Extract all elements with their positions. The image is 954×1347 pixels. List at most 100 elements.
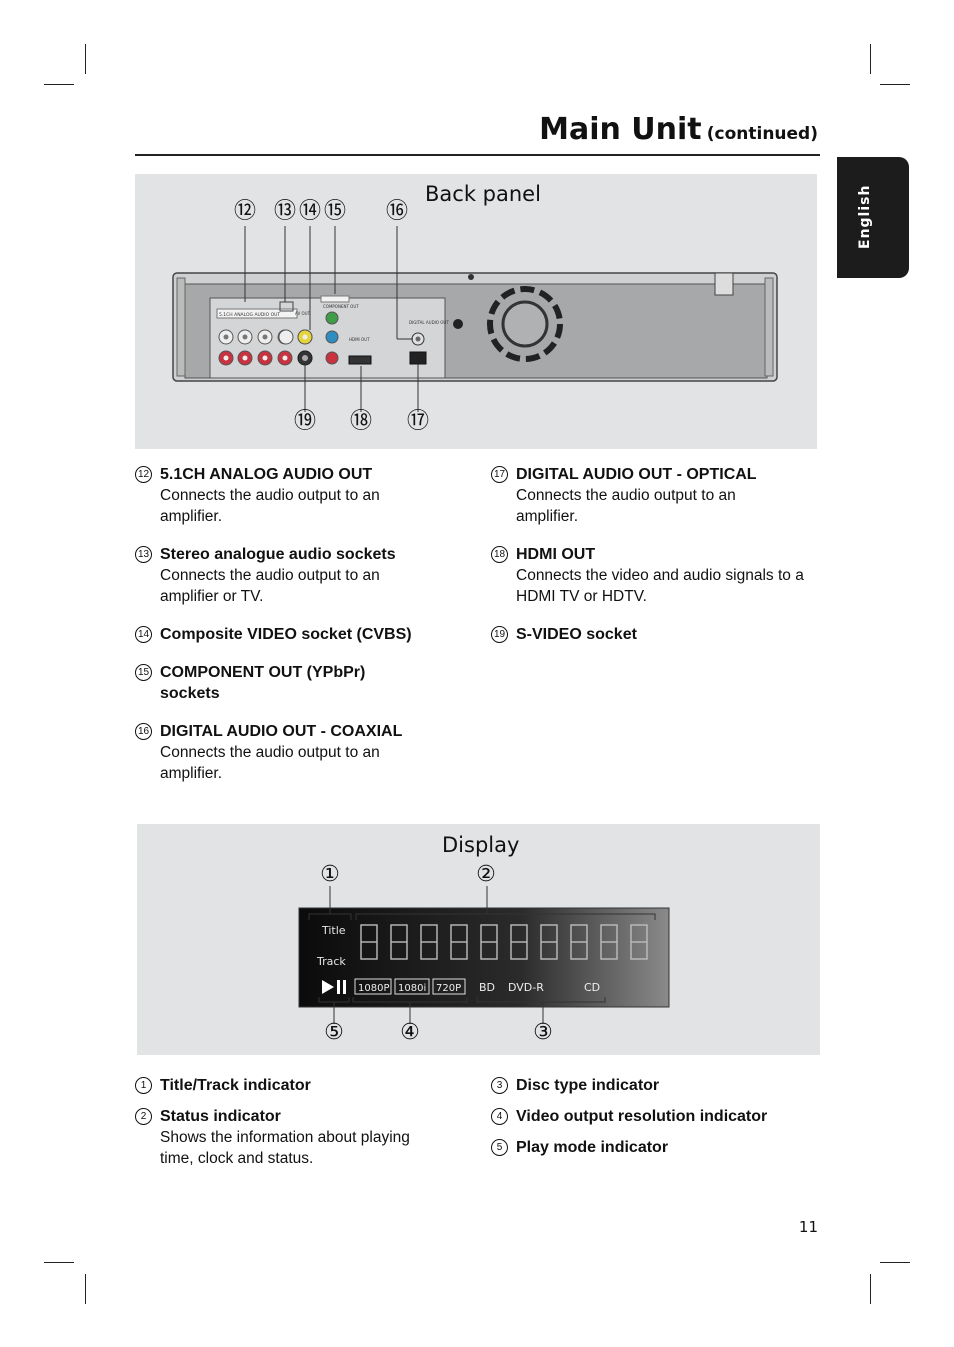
item-marker: 2	[135, 1108, 152, 1125]
item-heading: Video output resolution indicator	[516, 1108, 768, 1125]
callout-19: ⑲	[294, 409, 317, 434]
item-heading: Stereo analogue audio sockets	[160, 546, 396, 563]
item-2: 2 Status indicator Shows the information…	[135, 1106, 465, 1169]
item-heading: 5.1CH ANALOG AUDIO OUT	[160, 466, 373, 483]
pause-icon	[337, 980, 340, 994]
label-analog: 5.1CH ANALOG AUDIO OUT	[219, 312, 280, 318]
fan-grille	[487, 286, 563, 362]
item-16: 16 DIGITAL AUDIO OUT - COAXIAL Connects …	[135, 721, 475, 784]
page-number: 11	[798, 1218, 818, 1236]
item-desc: amplifier.	[160, 765, 223, 782]
disc-cd: CD	[584, 981, 600, 994]
callout-17: ⑰	[407, 409, 430, 434]
header-rule	[135, 154, 820, 156]
callout-3: ③	[533, 1020, 553, 1045]
item-desc: Connects the audio output to an	[516, 487, 736, 504]
item-17: 17 DIGITAL AUDIO OUT - OPTICAL Connects …	[491, 464, 831, 527]
crop-mark	[880, 1262, 910, 1263]
item-heading: Disc type indicator	[516, 1077, 660, 1094]
lcd-digits	[360, 924, 648, 960]
callout-16: ⑯	[386, 199, 409, 224]
page-title-sub: (continued)	[706, 124, 818, 144]
item-desc: time, clock and status.	[160, 1150, 314, 1167]
language-tab: English	[837, 157, 909, 278]
lcd-title-label: Title	[321, 924, 346, 937]
item-marker: 13	[135, 546, 152, 563]
label-digital: DIGITAL AUDIO OUT	[409, 320, 449, 325]
item-desc: amplifier or TV.	[160, 588, 264, 605]
item-desc: Connects the audio output to an	[160, 744, 380, 761]
item-18: 18 HDMI OUT Connects the video and audio…	[491, 544, 831, 607]
display-figure: Display Title Track	[137, 824, 820, 1055]
crop-mark	[44, 1262, 74, 1263]
callout-4: ④	[400, 1020, 420, 1045]
item-marker: 12	[135, 466, 152, 483]
label-av-out: AV OUT	[295, 311, 311, 316]
res-1080i: 1080i	[398, 983, 426, 994]
item-heading: COMPONENT OUT (YPbPr)	[160, 664, 366, 681]
label-hdmi: HDMI OUT	[349, 337, 370, 342]
callout-18: ⑱	[350, 409, 373, 434]
page-title: Main Unit (continued)	[539, 112, 818, 147]
item-desc: amplifier.	[516, 508, 579, 525]
item-marker: 16	[135, 723, 152, 740]
crop-mark	[44, 84, 74, 85]
crop-mark	[870, 1274, 871, 1304]
item-heading: DIGITAL AUDIO OUT - OPTICAL	[516, 466, 757, 483]
item-heading: DIGITAL AUDIO OUT - COAXIAL	[160, 723, 403, 740]
res-720p: 720P	[436, 983, 461, 994]
page-title-main: Main Unit	[539, 112, 702, 147]
item-desc: Connects the video and audio signals to …	[516, 567, 804, 584]
item-desc: HDMI TV or HDTV.	[516, 588, 647, 605]
item-desc: Connects the audio output to an	[160, 567, 380, 584]
item-marker: 18	[491, 546, 508, 563]
back-panel-diagram: 5.1CH ANALOG AUDIO OUT AV OUT COMPONENT …	[172, 226, 778, 412]
language-tab-label: English	[857, 184, 873, 249]
item-1: 1 Title/Track indicator	[135, 1075, 465, 1096]
item-heading: Composite VIDEO socket (CVBS)	[160, 626, 412, 643]
item-marker: 15	[135, 664, 152, 681]
disc-dvdr: DVD-R	[508, 981, 544, 994]
item-5: 5 Play mode indicator	[491, 1137, 821, 1158]
callout-5: ⑤	[324, 1020, 344, 1045]
item-3: 3 Disc type indicator	[491, 1075, 821, 1096]
hdmi-port	[348, 355, 372, 365]
item-heading: Status indicator	[160, 1108, 281, 1125]
component-pb-socket	[325, 330, 339, 344]
crop-mark	[85, 1274, 86, 1304]
item-desc: Connects the audio output to an	[160, 487, 380, 504]
item-4: 4 Video output resolution indicator	[491, 1106, 821, 1127]
item-marker: 1	[135, 1077, 152, 1094]
item-marker: 14	[135, 626, 152, 643]
callout-15: ⑮	[324, 199, 347, 224]
component-pr-socket	[325, 351, 339, 365]
ground-screw	[453, 319, 463, 329]
back-panel-title: Back panel	[425, 182, 541, 206]
lcd-track-label: Track	[316, 955, 346, 968]
item-marker: 19	[491, 626, 508, 643]
item-desc: Shows the information about playing	[160, 1129, 410, 1146]
res-1080p: 1080P	[358, 983, 389, 994]
callout-2: ②	[476, 862, 496, 887]
item-marker: 5	[491, 1139, 508, 1156]
item-19: 19 S-VIDEO socket	[491, 624, 831, 645]
callout-leader-lines	[244, 226, 419, 412]
disc-bd: BD	[479, 981, 495, 994]
item-12: 12 5.1CH ANALOG AUDIO OUT Connects the a…	[135, 464, 465, 527]
crop-mark	[85, 44, 86, 74]
callout-1: ①	[320, 862, 340, 887]
callout-14: ⑭	[299, 199, 322, 224]
item-marker: 4	[491, 1108, 508, 1125]
item-heading-cont: sockets	[160, 685, 220, 702]
optical-port	[409, 351, 427, 365]
callout-12: ⑫	[234, 199, 257, 224]
callout-13: ⑬	[274, 199, 297, 224]
item-heading: Title/Track indicator	[160, 1077, 311, 1094]
item-heading: Play mode indicator	[516, 1139, 669, 1156]
item-heading: HDMI OUT	[516, 546, 596, 563]
display-title: Display	[442, 833, 520, 857]
item-marker: 17	[491, 466, 508, 483]
back-panel-figure: Back panel 5.1CH ANALOG AUDIO OUT AV	[135, 174, 817, 449]
item-heading: S-VIDEO socket	[516, 626, 637, 643]
play-icon	[322, 980, 334, 994]
